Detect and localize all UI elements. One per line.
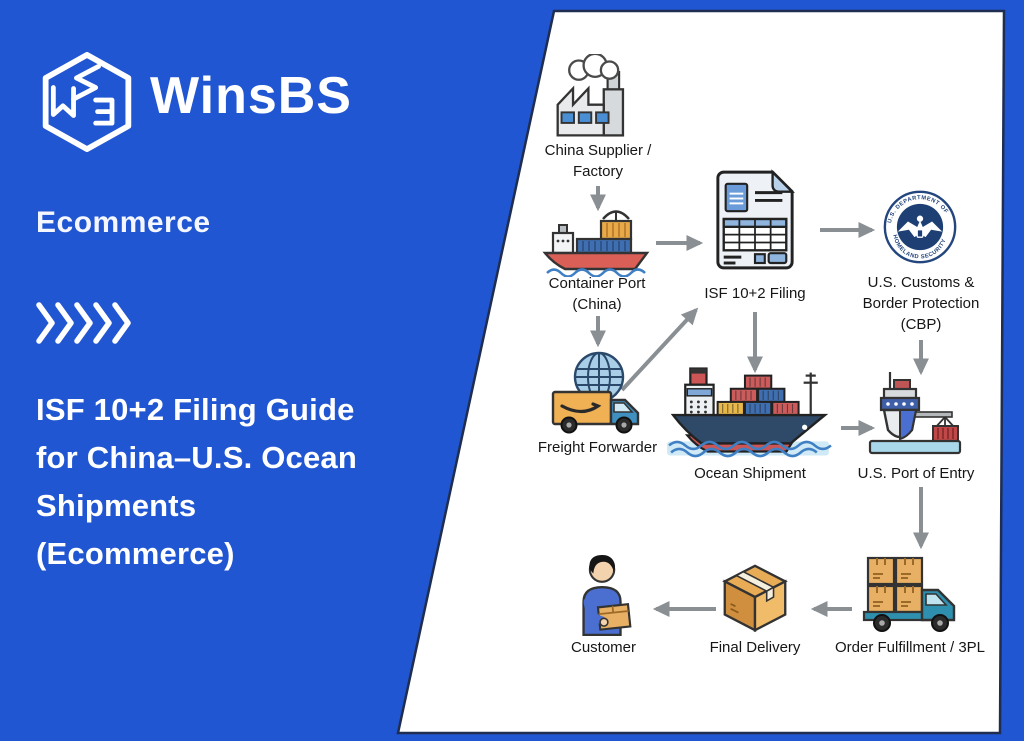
port-crane-icon bbox=[868, 372, 962, 455]
node-label-isf-filing: ISF 10+2 Filing bbox=[704, 285, 806, 302]
node-label-freight-forwarder: Freight Forwarder bbox=[537, 439, 658, 456]
chevrons-icon bbox=[36, 302, 131, 344]
title-line: ISF 10+2 Filing Guide bbox=[36, 392, 355, 427]
node-label-china-supplier-factory: China Supplier / Factory bbox=[544, 142, 652, 180]
node-label-final-delivery: Final Delivery bbox=[709, 639, 801, 656]
title-line: (Ecommerce) bbox=[36, 536, 235, 571]
dhs-seal-icon: U.S. DEPARTMENT OF HOMELAND SECURITY bbox=[883, 190, 957, 264]
node-label-ocean-shipment: Ocean Shipment bbox=[694, 465, 806, 482]
arrow-freight-to-isf bbox=[620, 307, 699, 392]
node-label-us-port-of-entry: U.S. Port of Entry bbox=[857, 465, 975, 482]
node-label-cbp: U.S. Customs & Border Protection (CBP) bbox=[862, 274, 980, 333]
cargo-ship-icon bbox=[542, 210, 650, 277]
package-box-icon bbox=[722, 564, 788, 633]
box-truck-icon bbox=[862, 556, 956, 632]
winsbs-logo-icon bbox=[42, 52, 132, 152]
node-label-container-port-china: Container Port (China) bbox=[548, 275, 646, 313]
tagline-text: Ecommerce bbox=[36, 206, 211, 239]
person-box-icon bbox=[582, 554, 632, 637]
node-label-customer: Customer bbox=[570, 639, 637, 656]
brand-wordmark: WinsBS bbox=[150, 67, 352, 125]
document-form-icon bbox=[716, 169, 795, 270]
title-line: for China–U.S. Ocean bbox=[36, 440, 357, 475]
title-line: Shipments bbox=[36, 488, 197, 523]
node-label-order-fulfillment-3pl: Order Fulfillment / 3PL bbox=[834, 639, 986, 656]
factory-icon bbox=[556, 54, 625, 137]
container-ship-icon bbox=[667, 367, 832, 458]
globe-truck-icon bbox=[551, 351, 640, 434]
page-title: ISF 10+2 Filing Guide for China–U.S. Oce… bbox=[36, 386, 436, 578]
